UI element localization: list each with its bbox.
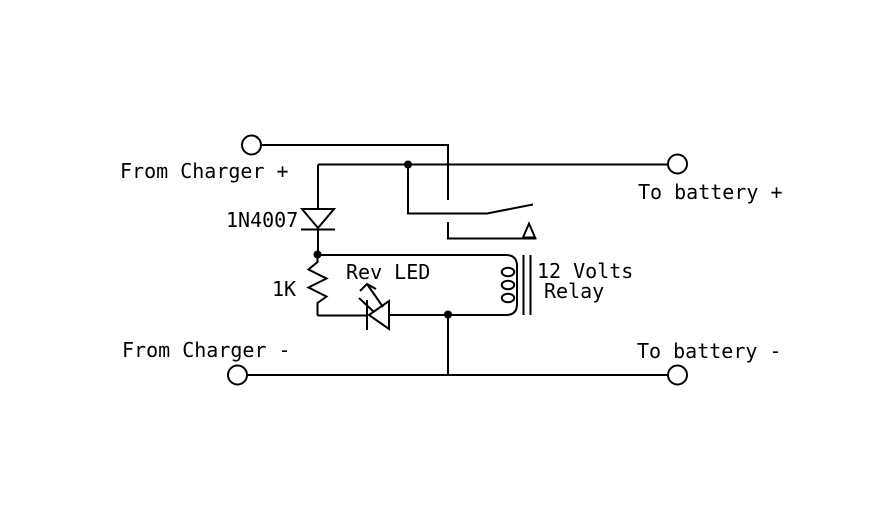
terminal-from-charger-positive — [241, 134, 262, 156]
relay-coil-turn-3 — [500, 292, 516, 304]
led-symbol — [358, 282, 390, 331]
diode-triangle — [299, 208, 337, 230]
relay-coil-outline — [317, 254, 518, 316]
relay-coil-turn-1 — [500, 266, 516, 278]
resistor-zigzag — [306, 255, 329, 316]
label-relay-voltage: 12 Volts — [537, 259, 633, 283]
led-triangle — [367, 299, 390, 331]
terminal-to-battery-negative — [667, 364, 688, 386]
junction-dot-negative — [444, 310, 452, 319]
label-from-charger-negative: From Charger - — [122, 338, 291, 362]
led-emission-arrow-1 — [359, 282, 384, 308]
label-resistor: 1K — [272, 277, 296, 301]
label-to-battery-negative: To battery - — [637, 339, 782, 363]
wire-charger-positive-to-switch — [261, 144, 449, 200]
switch-contact-triangle — [521, 220, 537, 239]
diode-symbol — [299, 208, 337, 251]
relay-switch-symbol — [404, 160, 537, 240]
switch-common-wire-and-blade — [407, 164, 534, 215]
relay-coil-symbol — [317, 254, 532, 316]
terminal-to-battery-positive — [667, 153, 688, 175]
label-from-charger-positive: From Charger + — [120, 159, 289, 183]
label-relay-name: Relay — [544, 279, 604, 303]
relay-coil-turn-2 — [500, 279, 516, 291]
label-diode: 1N4007 — [226, 208, 298, 232]
switch-contact-wire — [447, 222, 537, 240]
label-led: Rev LED — [346, 260, 430, 284]
led-emission-arrow-2 — [358, 297, 375, 313]
terminal-from-charger-negative — [227, 364, 248, 386]
label-to-battery-positive: To battery + — [638, 180, 783, 204]
